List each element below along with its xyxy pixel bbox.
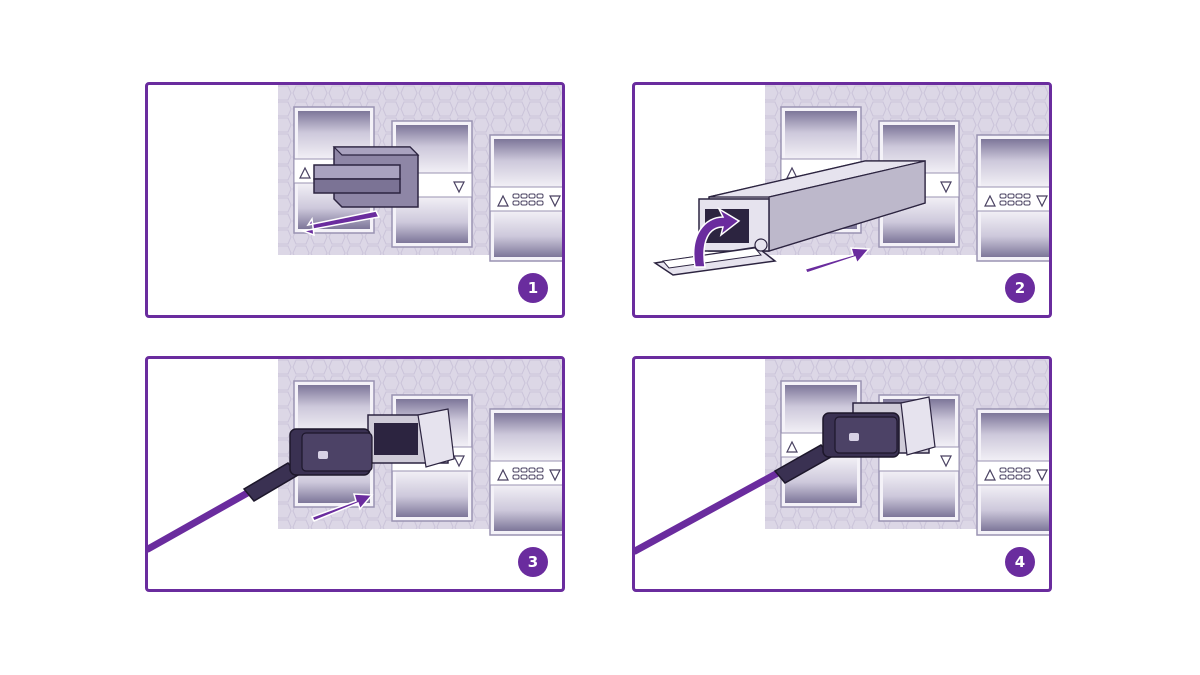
step-3-illustration bbox=[148, 359, 565, 592]
step-panel-1: 1 bbox=[145, 82, 565, 318]
step-number-badge: 1 bbox=[518, 273, 548, 303]
fiber-cable bbox=[635, 469, 785, 551]
step-panel-3: 3 bbox=[145, 356, 565, 592]
step-1-illustration bbox=[148, 85, 565, 318]
step-panel-2: 2 bbox=[632, 82, 1052, 318]
step-4-illustration bbox=[635, 359, 1052, 592]
fiber-cable bbox=[148, 487, 258, 549]
qsfp-transceiver bbox=[368, 409, 454, 467]
step-number-badge: 3 bbox=[518, 547, 548, 577]
step-2-illustration bbox=[635, 85, 1052, 318]
step-number-badge: 2 bbox=[1005, 273, 1035, 303]
step-panel-4: 4 bbox=[632, 356, 1052, 592]
step-number-badge: 4 bbox=[1005, 547, 1035, 577]
